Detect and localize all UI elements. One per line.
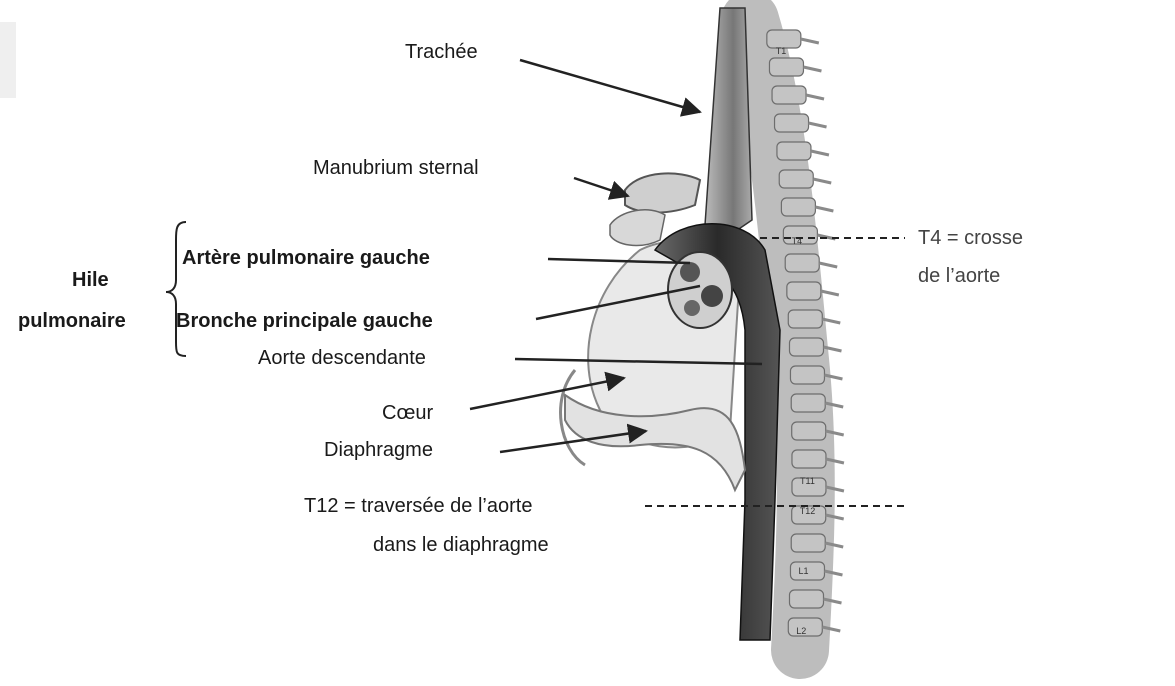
vertebra-process [825, 429, 845, 437]
vertebra-body [791, 421, 827, 441]
label-t4-line2: de l’aorte [918, 265, 1001, 287]
leader-coeur [469, 371, 626, 411]
label-t12-line2: dans le diaphragme [373, 534, 549, 556]
vertebra-body [776, 141, 812, 161]
vertebra-level-label: L2 [796, 626, 806, 636]
vertebra-process [825, 513, 845, 521]
vertebra-level-label: T1 [776, 46, 787, 56]
vertebra-body [784, 253, 820, 273]
vertebra-level-label: T11 [800, 476, 815, 486]
vertebra-process [818, 261, 838, 269]
label-aorte-descendante: Aorte descendante [258, 347, 426, 369]
leader-aorte [514, 357, 763, 366]
vertebra-process [821, 625, 841, 633]
vertebra-body [790, 533, 826, 553]
vertebra-process [824, 401, 844, 409]
vertebra-body [791, 449, 827, 469]
vertebra-body [790, 393, 826, 413]
diaphragm-shape [564, 393, 747, 493]
vertebra-process [812, 177, 832, 185]
vertebra-process [825, 485, 845, 493]
vertebra-process [803, 65, 822, 73]
vertebra-body [773, 113, 810, 133]
vertebra-process [800, 37, 820, 45]
vertebra-process [824, 569, 843, 577]
leader-manubrium [573, 176, 630, 200]
rib-outline [559, 369, 586, 467]
corner-tab [0, 22, 16, 98]
leader-artere [547, 257, 691, 265]
vertebra-body [786, 281, 822, 301]
vertebra-process [825, 457, 845, 465]
label-t12-line1: T12 = traversée de l’aorte [304, 495, 533, 517]
vertebra-process [815, 205, 834, 213]
vertebra-level-label: L1 [799, 566, 809, 576]
vertebra-level-label: T4 [792, 236, 803, 246]
label-diaphragme: Diaphragme [324, 439, 433, 461]
leader-diaphragme [499, 423, 648, 454]
vertebra-process [824, 373, 843, 381]
vertebra-process [805, 93, 825, 101]
label-coeur: Cœur [382, 402, 434, 424]
leader-lines [469, 58, 905, 507]
vertebra-process [823, 345, 842, 353]
vertebra-process [810, 149, 830, 157]
leader-bronche [535, 284, 701, 321]
vertebra-body [780, 197, 816, 217]
label-manubrium: Manubrium sternal [313, 157, 479, 179]
vertebra-level-label: T12 [800, 506, 816, 516]
label-bronche: Bronche principale gauche [176, 310, 433, 332]
vertebra-body [788, 589, 825, 609]
vertebra-body [787, 309, 823, 329]
vertebra-process [823, 597, 842, 605]
vertebra-body [768, 57, 805, 77]
label-hile-line2: pulmonaire [18, 310, 126, 332]
label-artere: Artère pulmonaire gauche [182, 247, 430, 269]
leader-trachee [519, 58, 702, 117]
label-trachee: Trachée [405, 41, 478, 63]
vertebra-process [824, 541, 844, 549]
label-hile-line1: Hile [72, 269, 109, 291]
vertebra-process [808, 121, 827, 129]
trachea-shape [704, 7, 753, 236]
hilum-shape [667, 251, 733, 329]
vertebra-process [821, 317, 841, 325]
hile-bracket [165, 221, 187, 357]
vertebra-body [788, 337, 825, 357]
manubrium-shape [609, 172, 702, 247]
vertebra-body [778, 169, 814, 189]
vertebra-process [820, 289, 840, 297]
label-t4-line1: T4 = crosse [918, 227, 1024, 249]
vertebra-body [789, 365, 826, 385]
vertebra-body [771, 85, 807, 105]
